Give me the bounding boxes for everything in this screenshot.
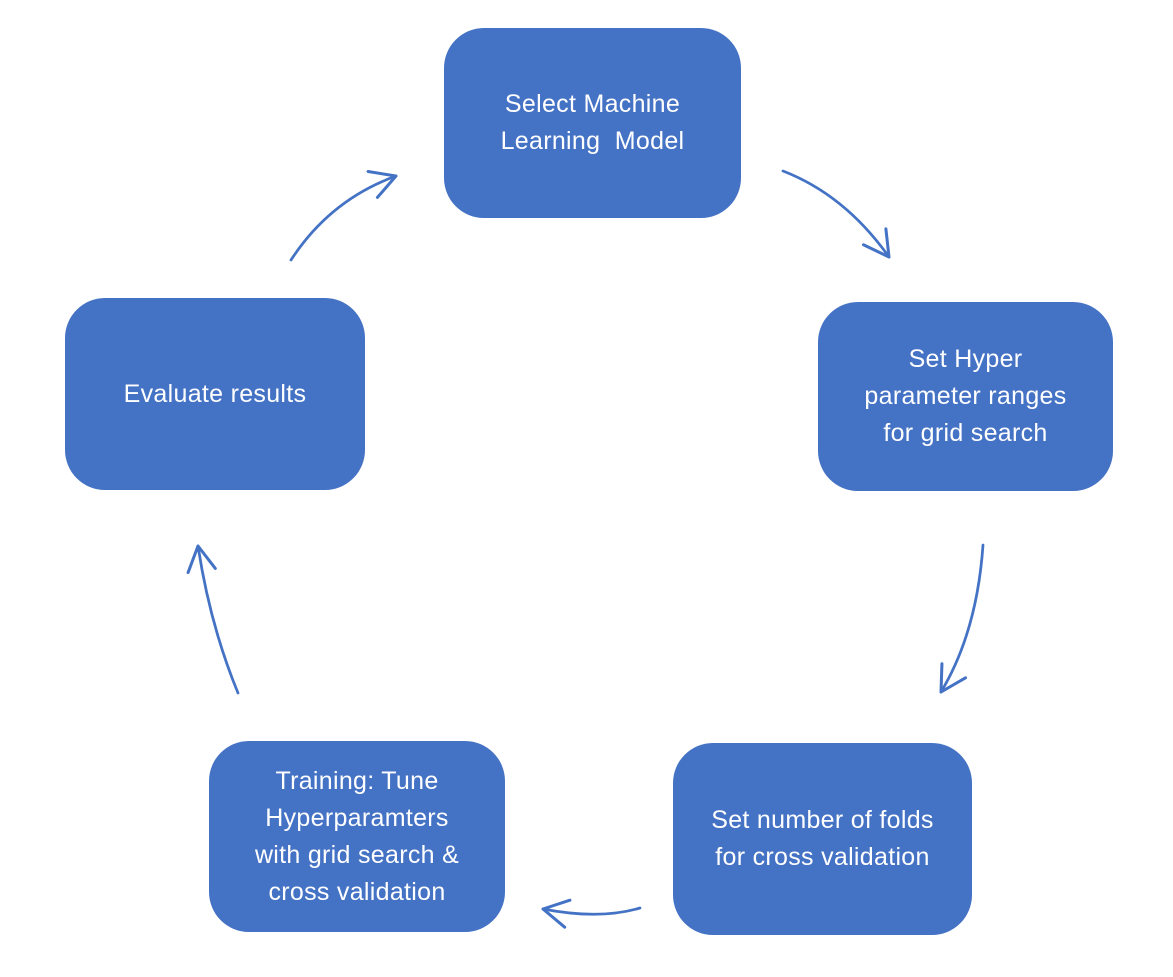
node-label: Evaluate results [123, 379, 307, 408]
node-training-tune-hyperparameters: Training: Tune Hyperparamters with grid … [209, 741, 505, 932]
node-label: Select Machine Learning Model [500, 90, 685, 155]
node-set-hyperparameter-ranges: Set Hyper parameter ranges for grid sear… [818, 302, 1113, 491]
arrow-evaluate-to-select-model [289, 170, 398, 262]
node-evaluate-results: Evaluate results [65, 298, 365, 490]
arrow-set-folds-to-training [541, 898, 642, 929]
arrow-hyperparam-ranges-to-set-folds [939, 543, 985, 694]
node-select-machine-learning-model: Select Machine Learning Model [444, 28, 741, 218]
node-label: Set number of folds for cross validation [711, 806, 934, 871]
arrow-select-model-to-hyperparam-ranges [781, 169, 891, 259]
node-label: Training: Tune Hyperparamters with grid … [254, 766, 460, 906]
node-label: Set Hyper parameter ranges for grid sear… [864, 345, 1067, 447]
node-set-number-of-folds: Set number of folds for cross validation [673, 743, 972, 935]
arrow-training-to-evaluate [186, 544, 240, 695]
